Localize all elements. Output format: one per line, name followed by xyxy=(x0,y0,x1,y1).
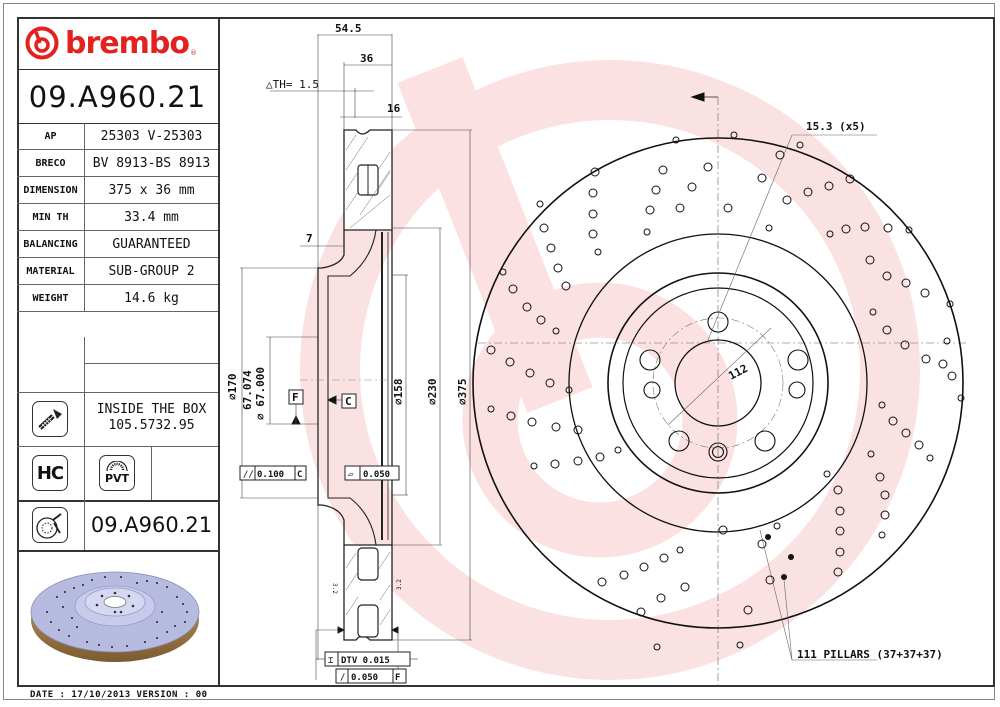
spec-value: 25303 V-25303 xyxy=(84,123,218,150)
datum-c: C xyxy=(345,395,352,408)
dim-delta-th: △TH= 1.5 xyxy=(266,78,319,91)
spec-key: WEIGHT xyxy=(17,284,85,312)
inside-box-part: 105.5732.95 xyxy=(108,418,195,433)
section-view xyxy=(239,34,472,684)
spec-value: GUARANTEED xyxy=(84,230,218,258)
part-number-repeat: 09.A960.21 xyxy=(90,513,213,537)
dim-disc-thickness: 36 xyxy=(360,52,374,65)
spec-key: MIN TH xyxy=(17,203,85,231)
face-view xyxy=(472,92,968,687)
dim-bore-max: 67.074 xyxy=(241,370,254,410)
inside-box-text: INSIDE THE BOX 105.5732.95 xyxy=(85,402,218,434)
dim-inner-diameter: ⌀158 xyxy=(392,379,405,406)
parallelism-value: 0.100 xyxy=(257,470,284,480)
technical-drawing: 54.5 36 △TH= 1.5 16 7 ⌀170 67.074 ⌀ 67.0… xyxy=(226,22,968,687)
parallelism-ref: C xyxy=(297,470,302,480)
spec-key: MATERIAL xyxy=(17,257,85,285)
spec-key: BRECO xyxy=(17,149,85,177)
flatness-symbol-icon: ▱ xyxy=(348,470,354,480)
date-version: DATE : 17/10/2013 VERSION : 00 xyxy=(30,690,208,700)
watermark-logo xyxy=(300,57,920,680)
badge-row: HC PVT xyxy=(17,446,218,502)
runout-value: 0.050 xyxy=(351,673,378,683)
screw-icon xyxy=(32,401,68,437)
empty-spec-cells xyxy=(17,337,218,393)
hc-badge-icon: HC xyxy=(32,455,68,491)
inside-box-row: INSIDE THE BOX 105.5732.95 xyxy=(17,392,218,447)
dtv-value: DTV 0.015 xyxy=(341,656,390,666)
spec-key: BALANCING xyxy=(17,230,85,258)
dim-friction-ring: 16 xyxy=(387,102,401,115)
runout-ref: F xyxy=(395,673,400,683)
surface-finish-right: 3.2 xyxy=(396,579,403,590)
pvt-label: PVT xyxy=(104,472,130,485)
dim-vent-diameter: ⌀230 xyxy=(426,379,439,406)
spec-key: AP xyxy=(17,123,85,150)
hole-count-note: 15.3 (x5) xyxy=(806,120,866,133)
brand-name: brembo xyxy=(65,25,190,61)
dim-hat-diameter: ⌀170 xyxy=(226,374,239,401)
registered-mark: ® xyxy=(189,49,197,57)
pvt-badge-icon: PVT xyxy=(99,455,135,491)
datum-f: F xyxy=(292,391,299,404)
dim-overall-width: 54.5 xyxy=(335,22,362,35)
part-number-row: 09.A960.21 xyxy=(17,500,218,552)
pcd-dimension: 112 xyxy=(726,362,750,383)
brembo-emblem-icon xyxy=(25,26,59,60)
pillars-note: 111 PILLARS (37+37+37) xyxy=(797,648,943,661)
spec-value: BV 8913-BS 8913 xyxy=(84,149,218,177)
disc-caliper-icon xyxy=(32,507,68,543)
spec-value: 14.6 kg xyxy=(84,284,218,312)
spec-key: DIMENSION xyxy=(17,176,85,204)
disc-3d-render xyxy=(17,552,218,685)
spec-value: SUB-GROUP 2 xyxy=(84,257,218,285)
inside-box-label: INSIDE THE BOX xyxy=(96,402,207,417)
spec-value: 375 x 36 mm xyxy=(84,176,218,204)
flatness-value: 0.050 xyxy=(363,470,390,480)
drawing-frame xyxy=(17,17,995,687)
dim-hat-wall: 7 xyxy=(306,232,313,245)
dim-bore-min: ⌀ 67.000 xyxy=(254,367,267,420)
dim-outer-diameter: ⌀375 xyxy=(456,379,469,406)
runout-symbol-icon: / xyxy=(340,673,345,683)
spec-value: 33.4 mm xyxy=(84,203,218,231)
parallelism-symbol-icon: // xyxy=(243,470,254,480)
brand-logo: brembo ® xyxy=(17,17,218,70)
part-number: 09.A960.21 xyxy=(17,70,218,124)
dtv-symbol-icon: ⌶ xyxy=(328,656,334,666)
surface-finish-left: 3.2 xyxy=(331,583,338,594)
